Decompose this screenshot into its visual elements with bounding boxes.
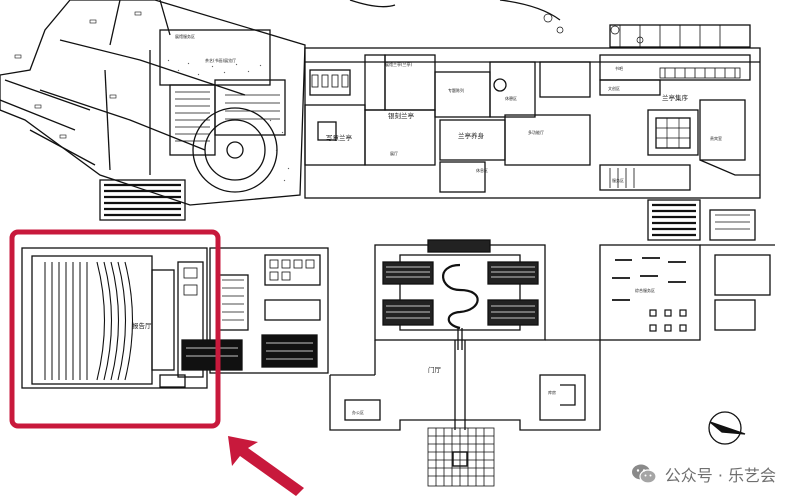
label-xieyi-lanting: 写意兰亭 bbox=[326, 133, 353, 142]
label-right-c: 综合服务区 bbox=[635, 287, 655, 293]
north-gallery-band bbox=[304, 13, 761, 199]
stair-block-west bbox=[99, 179, 186, 221]
wechat-icon bbox=[631, 463, 657, 485]
watermark-text: 公众号 · 乐艺会 bbox=[664, 466, 776, 485]
label-bottom-b: 库房 bbox=[548, 389, 556, 395]
east-service-block bbox=[599, 244, 775, 341]
label-menting: 门厅 bbox=[428, 365, 442, 374]
label-top-b: 展馆服务区 bbox=[175, 33, 195, 39]
west-service-block bbox=[181, 247, 329, 374]
label-lanting-jixu: 兰亭集序 bbox=[662, 93, 689, 102]
central-courtyard bbox=[374, 239, 546, 430]
label-yinke-lanting: 银刻兰亭 bbox=[388, 111, 415, 120]
entrance-hall bbox=[329, 339, 601, 431]
label-right-b: 贵宾室 bbox=[710, 135, 722, 141]
label-right-a: 服务区 bbox=[612, 177, 624, 183]
label-bottom-a: 办公区 bbox=[352, 409, 364, 415]
label-top-g: 文创区 bbox=[608, 85, 620, 91]
label-mid-c: 展厅 bbox=[390, 150, 398, 156]
label-mid-a: 休息区 bbox=[476, 167, 488, 173]
label-lanting-yangsheng: 兰亭养身 bbox=[458, 131, 485, 140]
north-arrow-icon bbox=[708, 411, 746, 445]
label-baogaoting: 报告厅 bbox=[132, 321, 152, 330]
northeast-strip bbox=[349, 0, 751, 48]
label-top-c: 展馆兰亭(兰亭) bbox=[385, 61, 413, 67]
label-top-a: 茶艺(书画)展览厅 bbox=[205, 57, 236, 63]
entrance-plaza-grid bbox=[427, 427, 495, 487]
northwest-wing bbox=[0, 0, 306, 206]
stair-block-east bbox=[647, 199, 756, 241]
watermark: 公众号 · 乐艺会 bbox=[631, 462, 776, 486]
label-top-e: 休憩区 bbox=[505, 95, 517, 101]
pointer-arrow-icon bbox=[228, 436, 304, 496]
label-mid-b: 多功能厅 bbox=[528, 129, 544, 135]
label-top-d: 专题陈列 bbox=[448, 87, 464, 93]
auditorium-plan bbox=[21, 247, 208, 389]
label-top-f: 书吧 bbox=[615, 65, 623, 71]
highlight-frame bbox=[9, 229, 221, 429]
